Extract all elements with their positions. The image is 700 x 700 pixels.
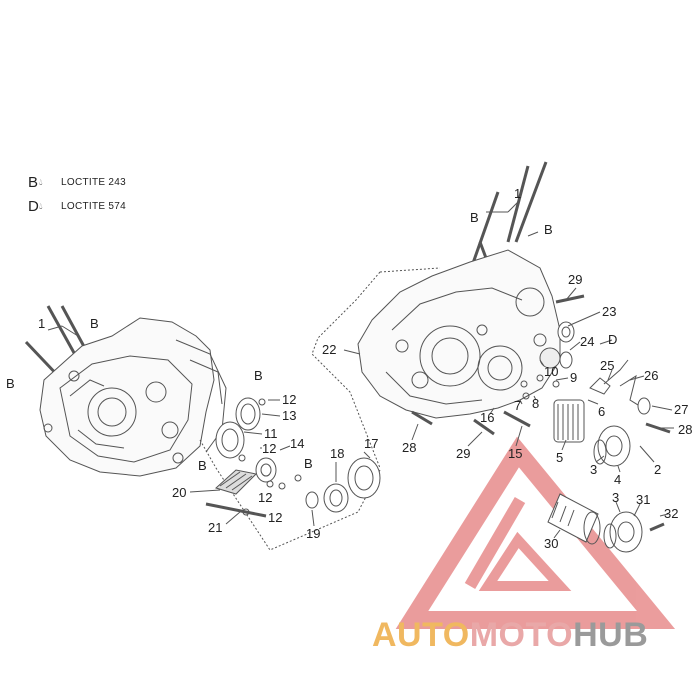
callout-label: 14 xyxy=(290,436,304,451)
legend-row-b: B 💧︎ LOCTITE 243 xyxy=(28,170,126,194)
callout-label: 6 xyxy=(598,404,605,419)
callout-label: B xyxy=(90,316,99,331)
callout-label: 22 xyxy=(322,342,336,357)
legend-text: LOCTITE 243 xyxy=(61,176,126,188)
callout-label: 1 xyxy=(38,316,45,331)
right-callouts: 1 B B 29 23 22 24 D 25 26 10 9 8 7 6 27 … xyxy=(322,186,692,551)
watermark-logo-text: AUTOMOTOHUB xyxy=(372,618,648,652)
callout-label: 28 xyxy=(678,422,692,437)
callout-label: 21 xyxy=(208,520,222,535)
left-crankcase-group xyxy=(24,305,381,551)
legend-letter: D xyxy=(28,197,39,215)
callout-label: 23 xyxy=(602,304,616,319)
callout-label: 12 xyxy=(282,392,296,407)
callout-label: 32 xyxy=(664,506,678,521)
callout-label: 17 xyxy=(364,436,378,451)
callout-label: 8 xyxy=(532,396,539,411)
callout-label: 11 xyxy=(264,426,278,441)
callout-label: 4 xyxy=(614,472,621,487)
callout-label: 30 xyxy=(544,536,558,551)
legend-row-d: D 💧︎ LOCTITE 574 xyxy=(28,194,126,218)
callout-label: 7 xyxy=(514,398,521,413)
callout-label: 28 xyxy=(402,440,416,455)
callout-label: D xyxy=(608,332,617,347)
callout-label: 9 xyxy=(570,370,577,385)
callout-label: B xyxy=(198,458,207,473)
right-crankcase-group xyxy=(311,161,674,553)
watermark-part: AUTO xyxy=(372,616,470,654)
callout-label: 13 xyxy=(282,408,296,423)
callout-label: 16 xyxy=(480,410,494,425)
callout-label: 25 xyxy=(600,358,614,373)
callout-label: 18 xyxy=(330,446,344,461)
callout-label: B xyxy=(544,222,553,237)
callout-label: 3 xyxy=(590,462,597,477)
watermark-part: MOTO xyxy=(469,616,574,654)
callout-label: 29 xyxy=(456,446,470,461)
callout-label: 12 xyxy=(258,490,272,505)
callout-label: 15 xyxy=(508,446,522,461)
callout-label: B xyxy=(304,456,313,471)
callout-label: 2 xyxy=(654,462,661,477)
watermark-part: HUB xyxy=(573,616,649,654)
callout-label: 29 xyxy=(568,272,582,287)
legend-text: LOCTITE 574 xyxy=(61,200,126,212)
callout-label: 3 xyxy=(612,490,619,505)
callout-label: 27 xyxy=(674,402,688,417)
callout-label: 26 xyxy=(644,368,658,383)
drop-icon: 💧︎ xyxy=(39,200,43,211)
drop-icon: 💧︎ xyxy=(39,176,43,187)
callout-label: 31 xyxy=(636,492,650,507)
callout-label: 12 xyxy=(262,441,276,456)
legend: B 💧︎ LOCTITE 243 D 💧︎ LOCTITE 574 xyxy=(28,170,126,218)
legend-letter: B xyxy=(28,173,39,191)
callout-label: 1 xyxy=(514,186,521,201)
callout-label: 20 xyxy=(172,485,186,500)
callout-label: 5 xyxy=(556,450,563,465)
callout-label: B xyxy=(6,376,15,391)
callout-label: 19 xyxy=(306,526,320,541)
callout-label: 24 xyxy=(580,334,594,349)
left-callouts: 1 B B B 12 13 11 12 14 B B 12 12 18 17 2… xyxy=(6,316,378,541)
callout-label: 12 xyxy=(268,510,282,525)
callout-label: B xyxy=(470,210,479,225)
callout-label: B xyxy=(254,368,263,383)
callout-label: 10 xyxy=(544,364,558,379)
